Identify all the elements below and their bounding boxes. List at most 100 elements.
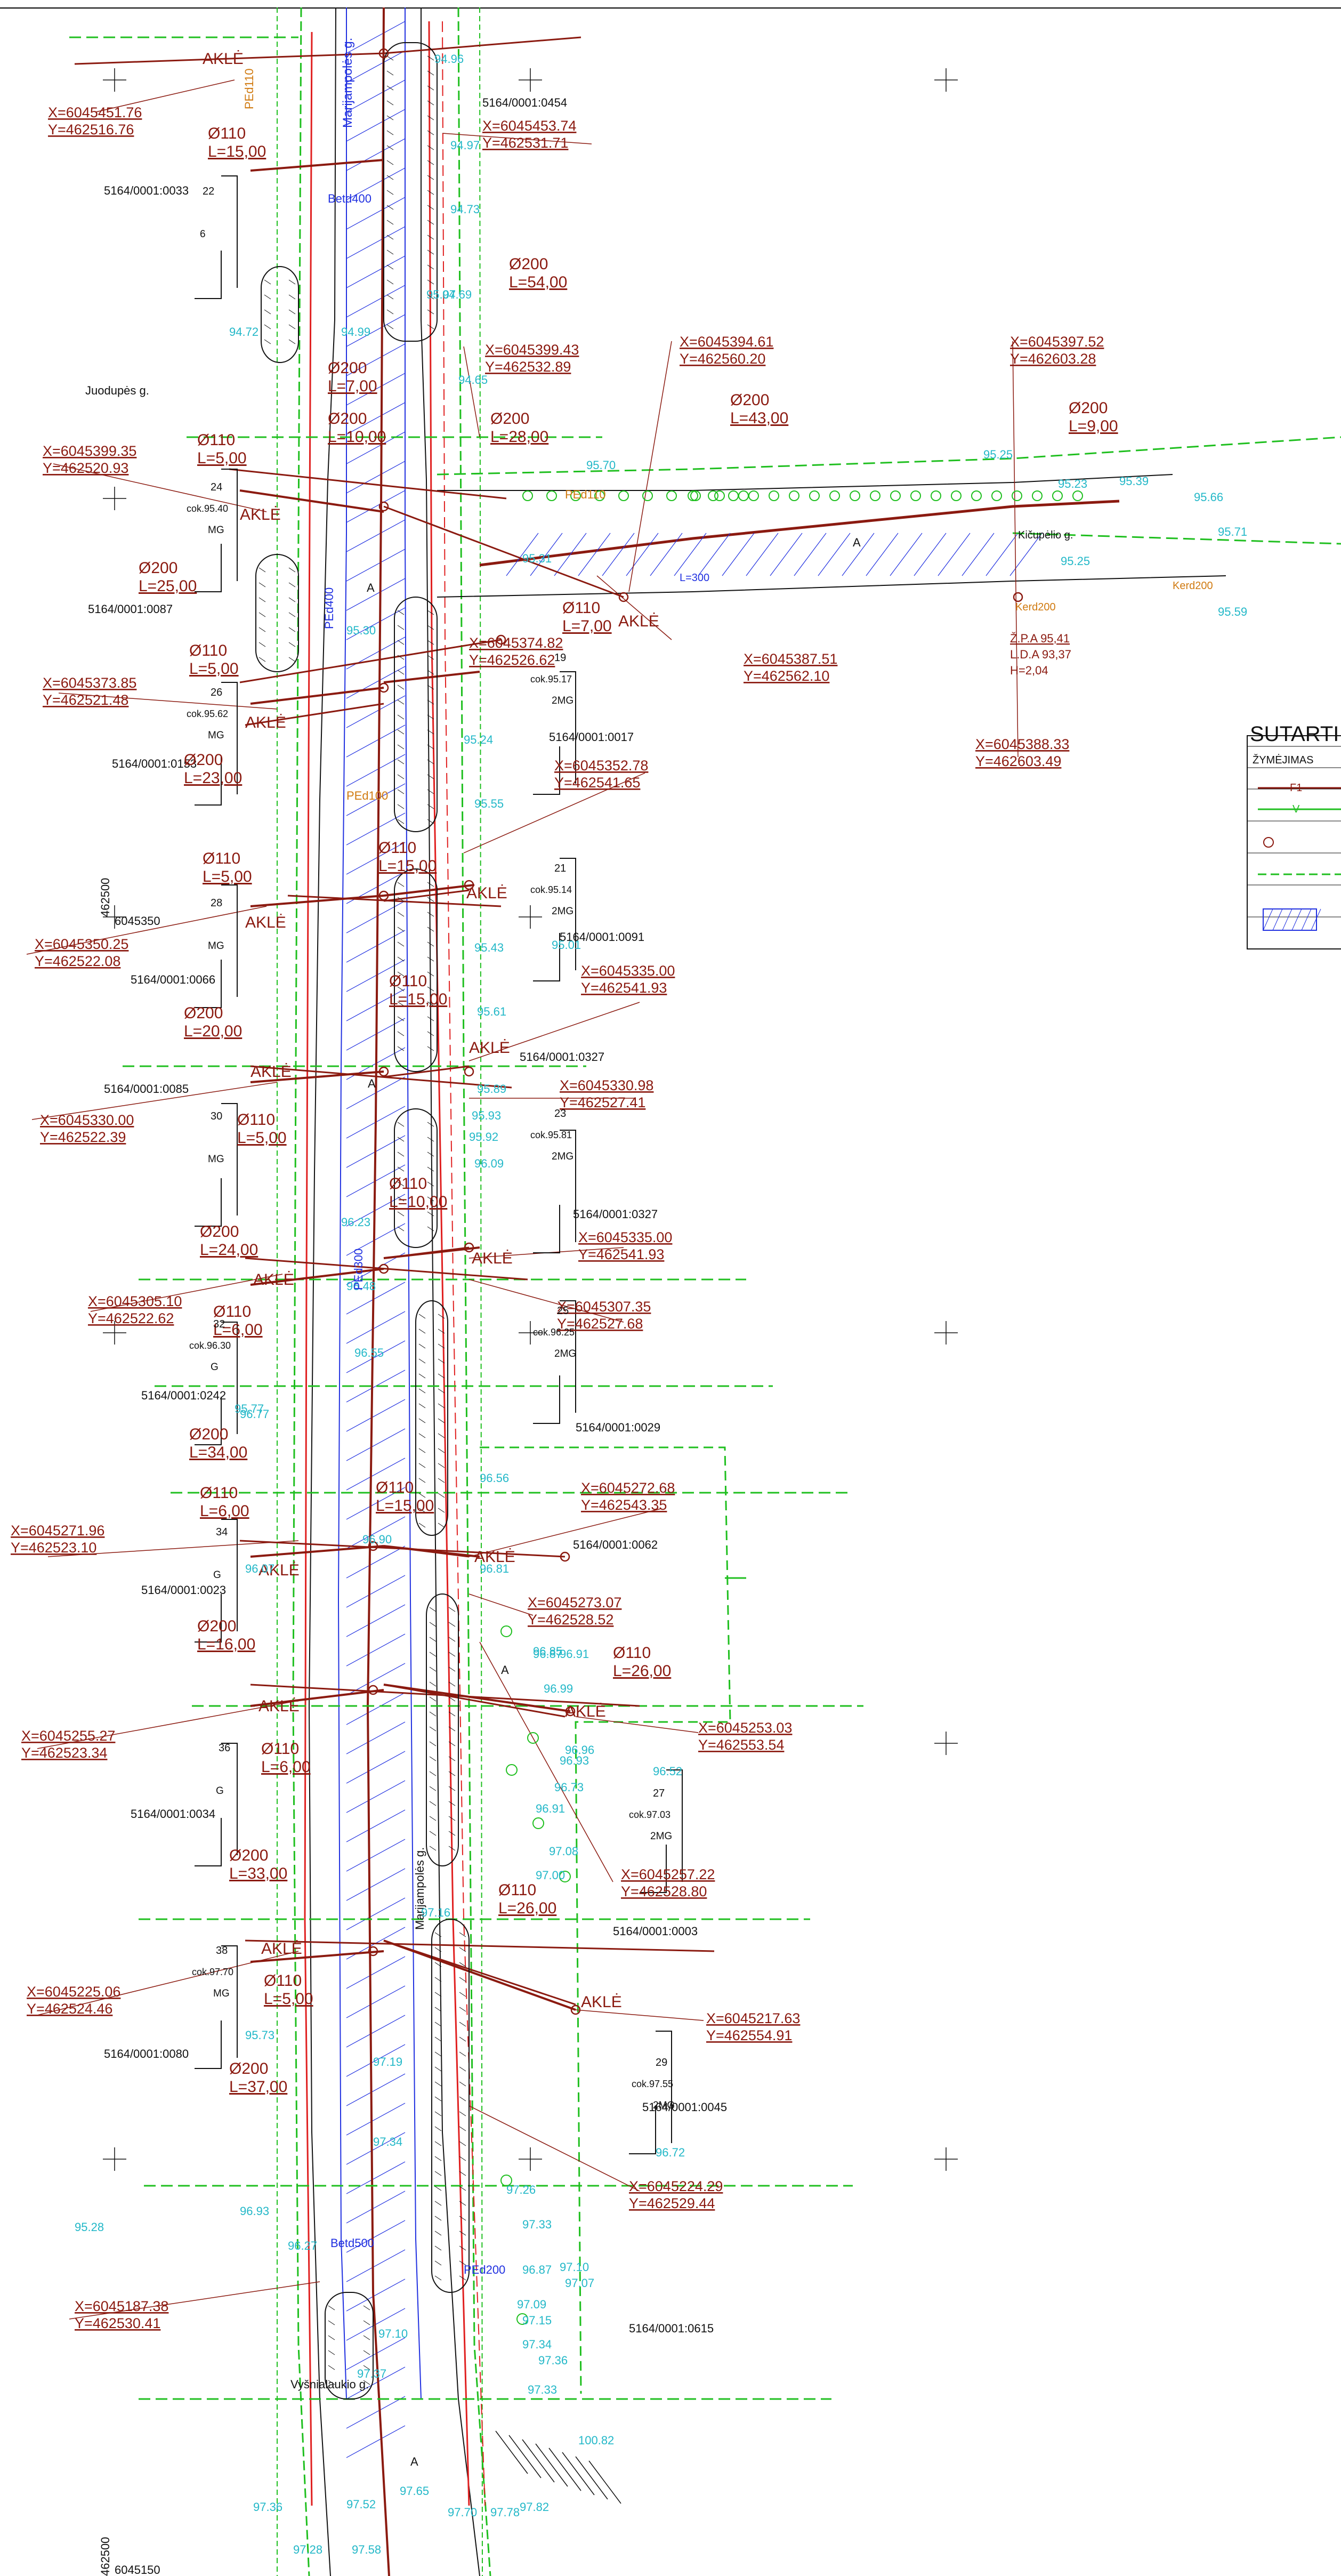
curb-tick: [434, 2231, 442, 2236]
curb-tick: [386, 175, 394, 180]
leader-line: [575, 1716, 699, 1733]
pipe-diameter: Ø200: [184, 751, 223, 769]
elevation-label: 97.34: [522, 2338, 552, 2351]
coordinate-y: Y=462528.80: [621, 1883, 707, 1899]
elevation-label: 95.39: [1119, 474, 1149, 488]
east-hatch: [770, 533, 803, 576]
curb-tick: [434, 2126, 442, 2131]
house-connection: [239, 489, 384, 513]
elevation-label: 95.07: [426, 288, 456, 301]
coordinate-x: X=6045217.63: [706, 2010, 800, 2026]
coordinate-x: X=6045453.74: [482, 118, 576, 134]
curb-tick: [427, 130, 434, 135]
leader-line: [575, 2009, 704, 2021]
pipe-diameter: Ø200: [490, 410, 529, 428]
curb-tick: [427, 1137, 434, 1142]
road-hatch: [346, 666, 406, 699]
curb-tick: [397, 699, 405, 705]
lot-step: [533, 933, 560, 981]
plot-cok: cok.97.70: [192, 1967, 233, 1977]
lot-step: [533, 1375, 560, 1424]
elevation-label: 97.52: [346, 2498, 376, 2511]
curb-tick: [427, 956, 434, 962]
plot-number: 30: [211, 1110, 222, 1122]
coordinate-y: Y=462527.41: [560, 1094, 645, 1110]
elevation-label: 97.33: [528, 2383, 557, 2396]
coordinate-y: Y=462527.68: [557, 1316, 643, 1332]
lot-step: [629, 2106, 656, 2154]
house-connection: [250, 895, 384, 907]
curb-tick: [264, 309, 271, 315]
curb-tick: [427, 70, 434, 76]
lot-step: [195, 1397, 222, 1445]
elevation-label: 96.55: [354, 1346, 384, 1359]
curb-tick: [429, 1771, 437, 1776]
east-hatch: [962, 533, 995, 576]
road-hatch: [346, 519, 406, 552]
pipe-diameter: Ø200: [1069, 399, 1108, 417]
akle-label: AKLĖ: [240, 506, 281, 524]
curb-tick: [448, 1652, 456, 1657]
lot-marker: [560, 858, 576, 970]
area-letter: A: [367, 581, 375, 594]
curb-tick: [418, 1478, 426, 1483]
curb-tick: [397, 1226, 405, 1231]
curb-tick: [386, 294, 394, 300]
curb-tick: [288, 597, 296, 602]
pipe-length: L=15,00: [376, 1497, 434, 1515]
curb-tick: [434, 2186, 442, 2191]
curb-tick: [386, 70, 394, 76]
curb-tick: [427, 85, 434, 91]
elevation-label: 94.97: [450, 139, 480, 152]
parcel-label: 5164/0001:0003: [613, 1925, 698, 1938]
curb-tick: [448, 1846, 456, 1851]
plot-type: 2MG: [552, 695, 573, 706]
road-hatch: [346, 1458, 406, 1491]
curb-tick: [429, 1622, 437, 1627]
boundary-right: [479, 7, 483, 2576]
curb-tick: [418, 1433, 426, 1438]
lot-marker: [221, 1103, 238, 1215]
curb-tick: [434, 2141, 442, 2146]
curb-tick: [438, 1478, 445, 1483]
coordinate-y: Y=462523.34: [21, 1745, 107, 1761]
curb-tick: [397, 882, 405, 887]
pipe-diameter: Ø110: [203, 850, 240, 867]
pipe-diameter: Ø200: [189, 1426, 228, 1443]
curb-tick: [448, 1711, 456, 1717]
curb-tick: [427, 279, 434, 285]
manhole-icon: [378, 48, 389, 59]
curb-tick: [427, 986, 434, 992]
parcel-label: 5164/0001:0087: [88, 602, 173, 616]
plot-number: 19: [554, 652, 566, 664]
curb-tick: [459, 2231, 466, 2236]
lot-step: [195, 960, 222, 1008]
coordinate-y: Y=462532.89: [485, 359, 571, 375]
akle-label: AKLĖ: [245, 914, 286, 931]
pipe-diameter: Ø110: [613, 1644, 651, 1662]
curb-tick: [397, 1152, 405, 1157]
lateral-pipe: [74, 52, 384, 65]
curb-tick: [448, 1607, 456, 1612]
leader-line: [47, 1540, 299, 1557]
coordinate-y: Y=462531.71: [482, 135, 568, 151]
curb-tick: [427, 1001, 434, 1007]
elevation-label: 96.93: [240, 2204, 269, 2218]
plot-type: 2MG: [554, 1348, 576, 1359]
curb-tick: [427, 759, 434, 764]
curb-tick: [288, 309, 296, 315]
curb-tick: [328, 2350, 335, 2355]
road-hatch: [346, 2396, 406, 2429]
curb-tick: [288, 279, 296, 285]
curb-tick: [448, 1726, 456, 1732]
parcel-label: 5164/0001:0454: [482, 96, 567, 109]
elevation-label: 94.69: [442, 288, 472, 301]
tree-icon: [506, 1764, 518, 1776]
elevation-label: 94.99: [341, 325, 370, 339]
curb-tick: [434, 2260, 442, 2266]
akle-label: AKLĖ: [258, 1561, 300, 1579]
curb-tick: [438, 1314, 445, 1319]
coordinate-y: Y=462523.10: [11, 1540, 96, 1556]
tree-icon: [500, 1625, 512, 1637]
